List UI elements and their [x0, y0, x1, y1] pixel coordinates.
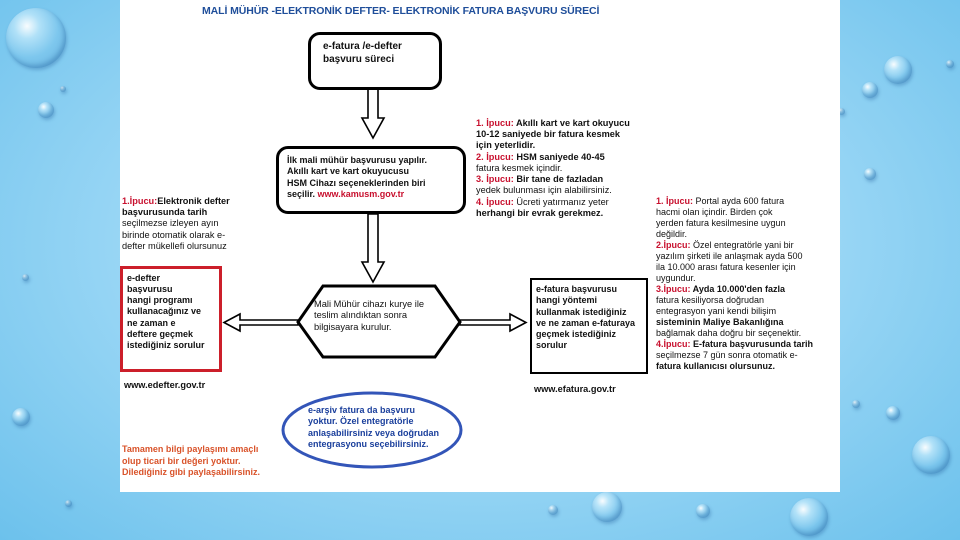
- water-drop: [22, 274, 29, 281]
- box-text: Akıllı kart ve kart okuyucusu: [287, 166, 410, 177]
- water-drop: [6, 8, 66, 68]
- water-drop: [886, 406, 900, 420]
- water-drop: [548, 505, 558, 515]
- footer-note: Tamamen bilgi paylaşımı amaçlı olup tica…: [122, 444, 261, 478]
- box-text: HSM Cihazı seçeneklerinden biri: [287, 177, 426, 188]
- box-text: İlk mali mühür başvurusu yapılır.: [287, 155, 428, 165]
- tip-item: 2.İpucu: Özel entegratörle yani bir yazı…: [656, 239, 803, 283]
- water-drop: [862, 82, 878, 98]
- e-fatura-box: e-fatura başvurusu hangi yöntemi kullanm…: [530, 278, 648, 374]
- kamusm-link[interactable]: www.kamusm.gov.tr: [317, 188, 405, 199]
- water-drop: [946, 60, 954, 68]
- tip-item: 1. İpucu: Portal ayda 600 fatura hacmi o…: [656, 196, 786, 239]
- down-arrow: [360, 213, 386, 284]
- tip-item: 4.İpucu: E-fatura başvurusunda tarih seç…: [656, 338, 814, 371]
- water-drop: [838, 108, 845, 115]
- tip-item: 3.İpucu: Ayda 10.000'den fazla fatura ke…: [656, 283, 802, 338]
- water-drop: [790, 498, 828, 536]
- water-drop: [912, 436, 950, 474]
- diagram-panel: MALİ MÜHÜR -ELEKTRONİK DEFTER- ELEKTRONİ…: [120, 0, 840, 492]
- tip-item: 1. İpucu: Akıllı kart ve kart okuyucu 10…: [476, 118, 630, 151]
- e-arsiv-ellipse: [281, 391, 463, 469]
- page-title: MALİ MÜHÜR -ELEKTRONİK DEFTER- ELEKTRONİ…: [202, 5, 600, 17]
- application-start-box: e-fatura /e-defter başvuru süreci: [308, 32, 442, 90]
- flow-arrows: [222, 87, 528, 469]
- box-text: seçilir. www.kamusm.gov.tr: [287, 188, 405, 199]
- tips-top: 1. İpucu: Akıllı kart ve kart okuyucu 10…: [476, 118, 656, 219]
- installation-text: Mali Mühür cihazı kurye ile teslim alınd…: [314, 299, 425, 332]
- water-drop: [696, 504, 710, 518]
- down-arrow: [360, 87, 386, 140]
- water-drop: [852, 400, 860, 408]
- tips-right: 1. İpucu: Portal ayda 600 fatura hacmi o…: [656, 196, 838, 372]
- efatura-link[interactable]: www.efatura.gov.tr: [534, 384, 616, 394]
- water-drop: [884, 56, 912, 84]
- tip-item: 2. İpucu: HSM saniyede 40-45 fatura kesm…: [476, 151, 605, 173]
- tip-left: 1.İpucu:Elektronik defter başvurusunda t…: [122, 196, 230, 251]
- left-arrow: [222, 312, 299, 333]
- installation-hexagon: [296, 284, 462, 359]
- water-drop: [65, 500, 72, 507]
- water-drop: [60, 86, 66, 92]
- box-text: e-fatura /e-defter: [323, 41, 402, 52]
- box-text: başvuru süreci: [323, 53, 395, 65]
- e-arsiv-text: e-arşiv fatura da başvuru yoktur. Özel e…: [308, 405, 440, 449]
- e-defter-box: e-defter başvurusu hangi programı kullan…: [120, 266, 222, 372]
- tip-item: 4. İpucu: Ücreti yatırmanız yeter herhan…: [476, 196, 609, 218]
- water-drop: [592, 492, 622, 522]
- water-drop: [38, 102, 54, 118]
- edefter-link[interactable]: www.edefter.gov.tr: [124, 380, 206, 390]
- water-drop: [864, 168, 876, 180]
- first-application-box: İlk mali mühür başvurusu yapılır. Akıllı…: [276, 146, 466, 214]
- water-drop: [12, 408, 30, 426]
- right-arrow: [459, 312, 528, 333]
- tip-item: 3. İpucu: Bir tane de fazladan yedek bul…: [476, 174, 612, 196]
